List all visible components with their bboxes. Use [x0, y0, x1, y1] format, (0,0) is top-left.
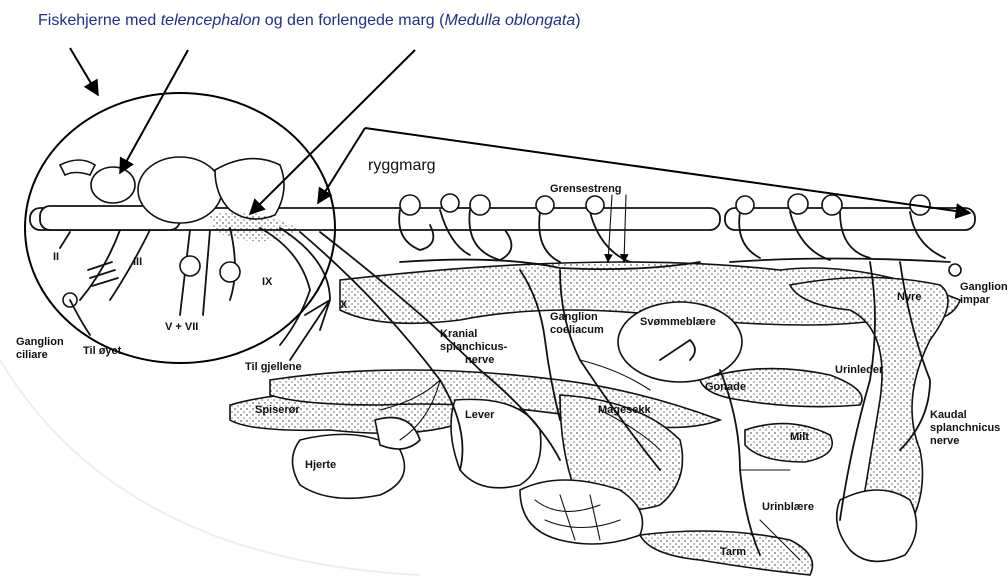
label-nerve-III: III — [133, 256, 142, 268]
arrow-to-circle — [70, 48, 98, 95]
label-til-gjellene: Til gjellene — [245, 361, 302, 373]
label-nerve-X: X — [340, 299, 348, 311]
spinal-cord-segment-2 — [725, 208, 975, 230]
label-milt: Milt — [790, 431, 809, 443]
label-ganglion-ciliare-1: Ganglion — [16, 336, 64, 348]
label-ganglion-ciliare-2: ciliare — [16, 349, 48, 361]
label-nerve-II: II — [53, 251, 59, 263]
urinary-bladder — [837, 490, 917, 561]
label-nyre: Nyre — [897, 291, 921, 303]
label-nerve-IX: IX — [262, 276, 273, 288]
label-kranial-3: nerve — [465, 354, 494, 366]
label-gonade: Gonade — [705, 381, 746, 393]
cranial-nerves — [60, 228, 330, 360]
label-urinblaere: Urinblære — [762, 501, 814, 513]
label-nerve-V-VII: V + VII — [165, 321, 198, 333]
label-ganglion-coeliacum-1: Ganglion — [550, 311, 598, 323]
spleen-dots — [745, 424, 832, 462]
label-ganglion-impar-1: Ganglion — [960, 281, 1008, 293]
label-kranial-1: Kranial — [440, 328, 477, 340]
label-til-oyet: Til øyet — [83, 345, 122, 357]
label-urinleder: Urinleder — [835, 364, 884, 376]
label-kaudal-1: Kaudal — [930, 409, 967, 421]
label-ganglion-coeliacum-2: coeliacum — [550, 324, 604, 336]
label-ryggmarg: ryggmarg — [368, 157, 436, 174]
label-kaudal-3: nerve — [930, 435, 959, 447]
label-spiseror: Spiserør — [255, 404, 300, 416]
label-kranial-2: splanchicus- — [440, 341, 508, 353]
label-kaudal-2: splanchnicus — [930, 422, 1000, 434]
label-grensestreng: Grensestreng — [550, 183, 622, 195]
label-tarm: Tarm — [720, 546, 746, 558]
arrow-to-telencephalon — [120, 50, 188, 173]
label-magesekk: Magesekk — [598, 404, 651, 416]
label-svommeblaere: Svømmeblære — [640, 316, 716, 328]
label-lever: Lever — [465, 409, 495, 421]
label-ganglion-impar-2: impar — [960, 294, 991, 306]
swim-bladder — [618, 302, 742, 382]
label-hjerte: Hjerte — [305, 459, 336, 471]
